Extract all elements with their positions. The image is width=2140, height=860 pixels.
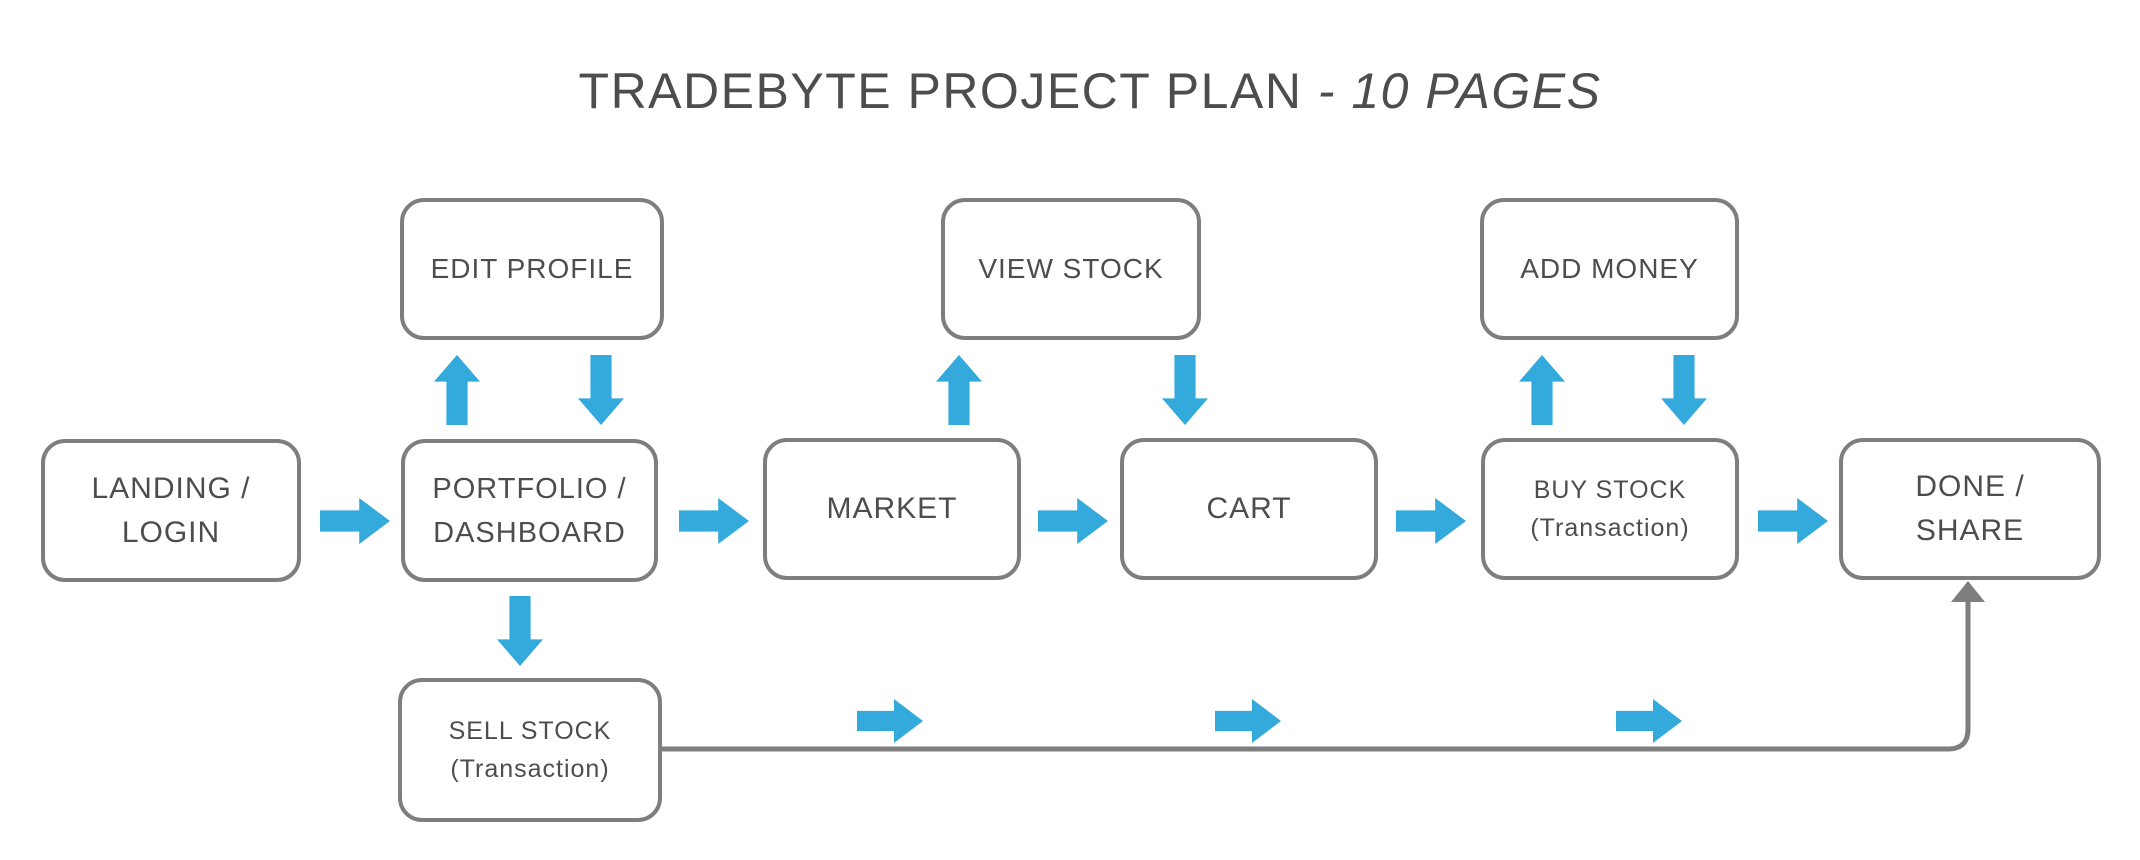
node-label: DASHBOARD bbox=[433, 516, 626, 549]
arrow-down-icon bbox=[1162, 355, 1208, 425]
node-label: CART bbox=[1206, 492, 1292, 525]
node-landing-login: LANDING / LOGIN bbox=[41, 439, 301, 582]
arrow-right-icon bbox=[1616, 699, 1682, 743]
node-view-stock: VIEW STOCK bbox=[941, 198, 1201, 340]
node-add-money: ADD MONEY bbox=[1480, 198, 1739, 340]
diagram-title: TRADEBYTE PROJECT PLAN - 10 PAGES bbox=[20, 62, 2140, 120]
node-label: SHARE bbox=[1915, 514, 2025, 547]
node-label: LOGIN bbox=[121, 515, 221, 549]
node-market: MARKET bbox=[763, 438, 1021, 580]
arrow-right-icon bbox=[1396, 498, 1466, 544]
arrow-right-icon bbox=[320, 498, 390, 544]
node-label: EDIT PROFILE bbox=[430, 253, 634, 284]
node-label: BUY STOCK bbox=[1533, 476, 1687, 504]
diagram-title-text: TRADEBYTE PROJECT PLAN bbox=[578, 63, 1303, 119]
arrow-up-icon bbox=[1519, 355, 1565, 425]
arrow-up-icon bbox=[434, 355, 480, 425]
node-label: DONE / bbox=[1915, 470, 2025, 503]
arrow-down-icon bbox=[578, 355, 624, 425]
node-label: VIEW STOCK bbox=[978, 253, 1164, 284]
arrow-right-icon bbox=[1758, 498, 1828, 544]
arrow-right-icon bbox=[1215, 699, 1281, 743]
arrow-right-icon bbox=[679, 498, 749, 544]
node-cart: CART bbox=[1120, 438, 1378, 580]
node-label: SELL STOCK bbox=[448, 717, 612, 745]
node-label: ADD MONEY bbox=[1520, 253, 1699, 284]
node-edit-profile: EDIT PROFILE bbox=[400, 198, 664, 340]
diagram-title-pages: - 10 PAGES bbox=[1302, 63, 1602, 119]
arrowhead-up-icon bbox=[1951, 581, 1985, 602]
node-label: LANDING / bbox=[91, 471, 251, 505]
arrow-down-icon bbox=[497, 596, 543, 666]
arrow-up-icon bbox=[936, 355, 982, 425]
node-done-share: DONE / SHARE bbox=[1839, 438, 2101, 580]
node-sell-stock: SELL STOCK (Transaction) bbox=[398, 678, 662, 822]
node-buy-stock: BUY STOCK (Transaction) bbox=[1481, 438, 1739, 580]
arrow-right-icon bbox=[1038, 498, 1108, 544]
node-portfolio-dashboard: PORTFOLIO / DASHBOARD bbox=[401, 439, 658, 582]
node-sublabel: (Transaction) bbox=[1530, 514, 1690, 542]
node-label: MARKET bbox=[826, 492, 958, 525]
arrow-down-icon bbox=[1661, 355, 1707, 425]
arrow-right-icon bbox=[857, 699, 923, 743]
node-sublabel: (Transaction) bbox=[450, 755, 610, 783]
node-label: PORTFOLIO / bbox=[432, 472, 627, 505]
